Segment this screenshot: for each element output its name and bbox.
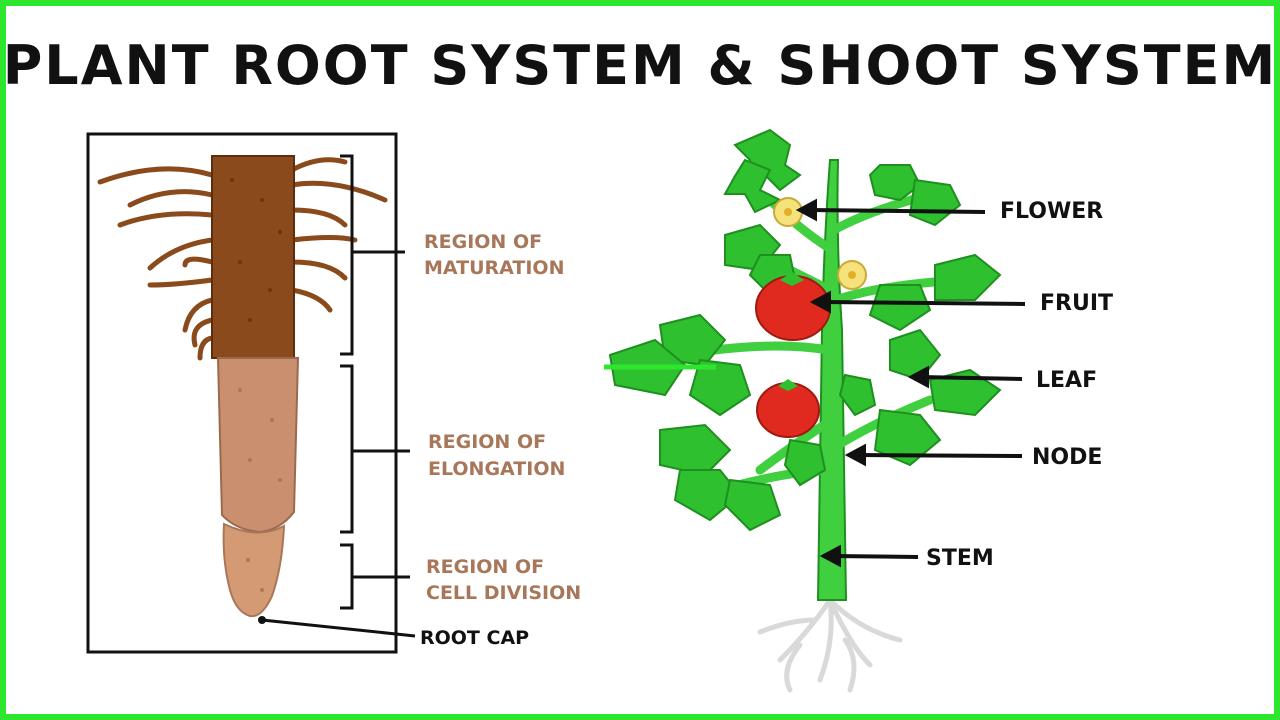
flowers — [773, 197, 867, 290]
region-elongation-line1: REGION OF — [428, 431, 546, 453]
leaves — [608, 128, 1002, 532]
label-fruit: FRUIT — [1040, 291, 1113, 316]
label-node: NODE — [1032, 445, 1102, 470]
label-leaf: LEAF — [1036, 368, 1097, 393]
root-maturation-zone — [211, 155, 295, 359]
plant-roots — [757, 597, 903, 693]
root-cap-pointer — [261, 618, 416, 638]
region-cell-division-line1: REGION OF — [426, 556, 544, 578]
shoot-diagram: FLOWER FRUIT LEAF NODE STEM — [604, 128, 1113, 693]
fruit-2 — [756, 382, 820, 438]
root-diagram: REGION OF MATURATION REGION OF ELONGATIO… — [86, 132, 581, 654]
pointers — [795, 198, 1026, 568]
page-title: PLANT ROOT SYSTEM & SHOOT SYSTEM — [2, 34, 1278, 97]
root-elongation-zone — [216, 357, 300, 534]
region-elongation-line2: ELONGATION — [428, 458, 565, 480]
root-cap-label: ROOT CAP — [420, 627, 529, 649]
region-brackets — [340, 154, 410, 610]
fruits — [755, 272, 831, 438]
flower-2 — [837, 260, 867, 290]
region-cell-division-line2: CELL DIVISION — [426, 582, 581, 604]
label-flower: FLOWER — [1000, 199, 1103, 224]
label-stem: STEM — [926, 546, 994, 571]
root-cell-division-zone — [222, 522, 286, 618]
main-stem — [816, 159, 848, 601]
root-texture — [230, 178, 282, 322]
region-maturation-line1: REGION OF — [424, 231, 542, 253]
fruit-1 — [755, 275, 831, 341]
flower-1 — [773, 197, 803, 227]
region-maturation-line2: MATURATION — [424, 257, 564, 279]
